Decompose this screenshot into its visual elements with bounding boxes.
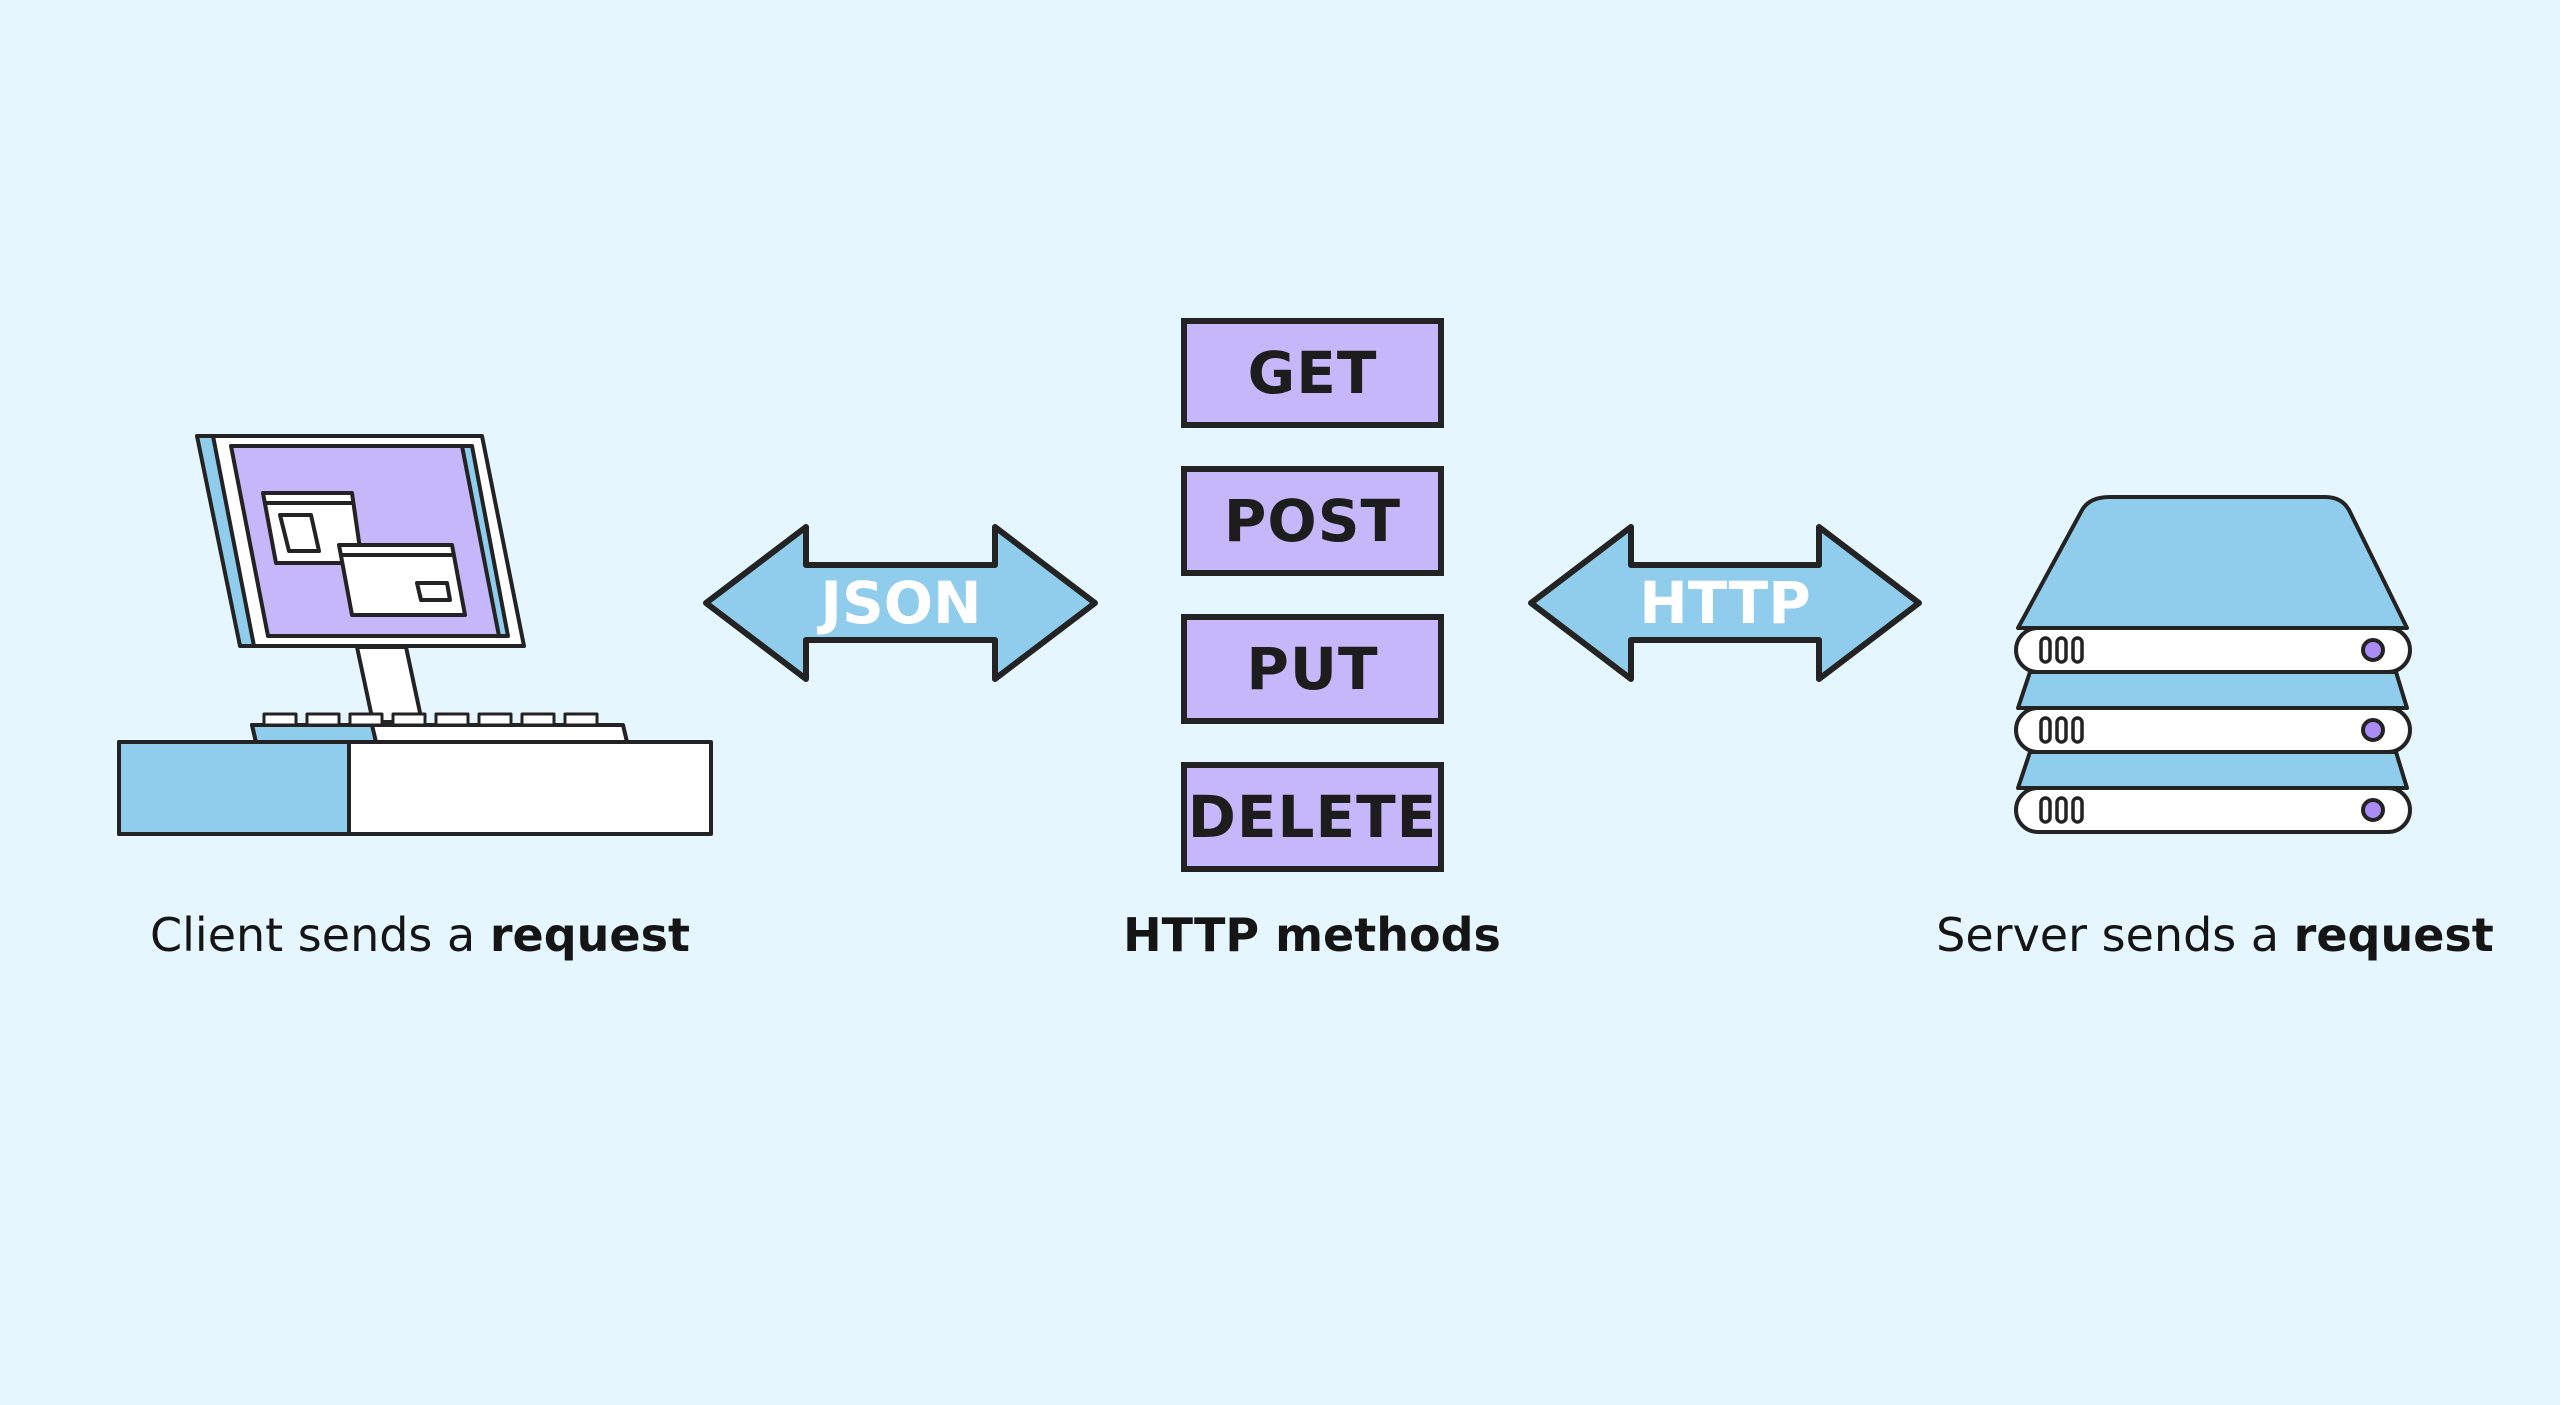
methods-caption: HTTP methods	[1112, 905, 1512, 965]
method-put-box: PUT	[1181, 614, 1444, 724]
server-caption-text: Server sends a	[1936, 908, 2294, 962]
method-get-box: GET	[1181, 318, 1444, 428]
method-post-box: POST	[1181, 466, 1444, 576]
json-double-arrow-icon	[703, 524, 1098, 682]
methods-caption-text: HTTP methods	[1123, 908, 1501, 962]
server-stack-icon	[2014, 495, 2412, 834]
http-double-arrow-icon	[1528, 524, 1922, 682]
client-caption-text: Client sends a	[150, 908, 490, 962]
http-arrow-label: HTTP	[1639, 569, 1811, 637]
client-caption-bold: request	[489, 908, 690, 962]
json-arrow-label: JSON	[820, 569, 982, 637]
server-caption: Server sends a request	[1925, 905, 2505, 965]
client-computer-icon	[117, 434, 713, 836]
method-delete-box: DELETE	[1181, 762, 1444, 872]
server-caption-bold: request	[2293, 908, 2494, 962]
client-caption: Client sends a request	[140, 905, 700, 965]
